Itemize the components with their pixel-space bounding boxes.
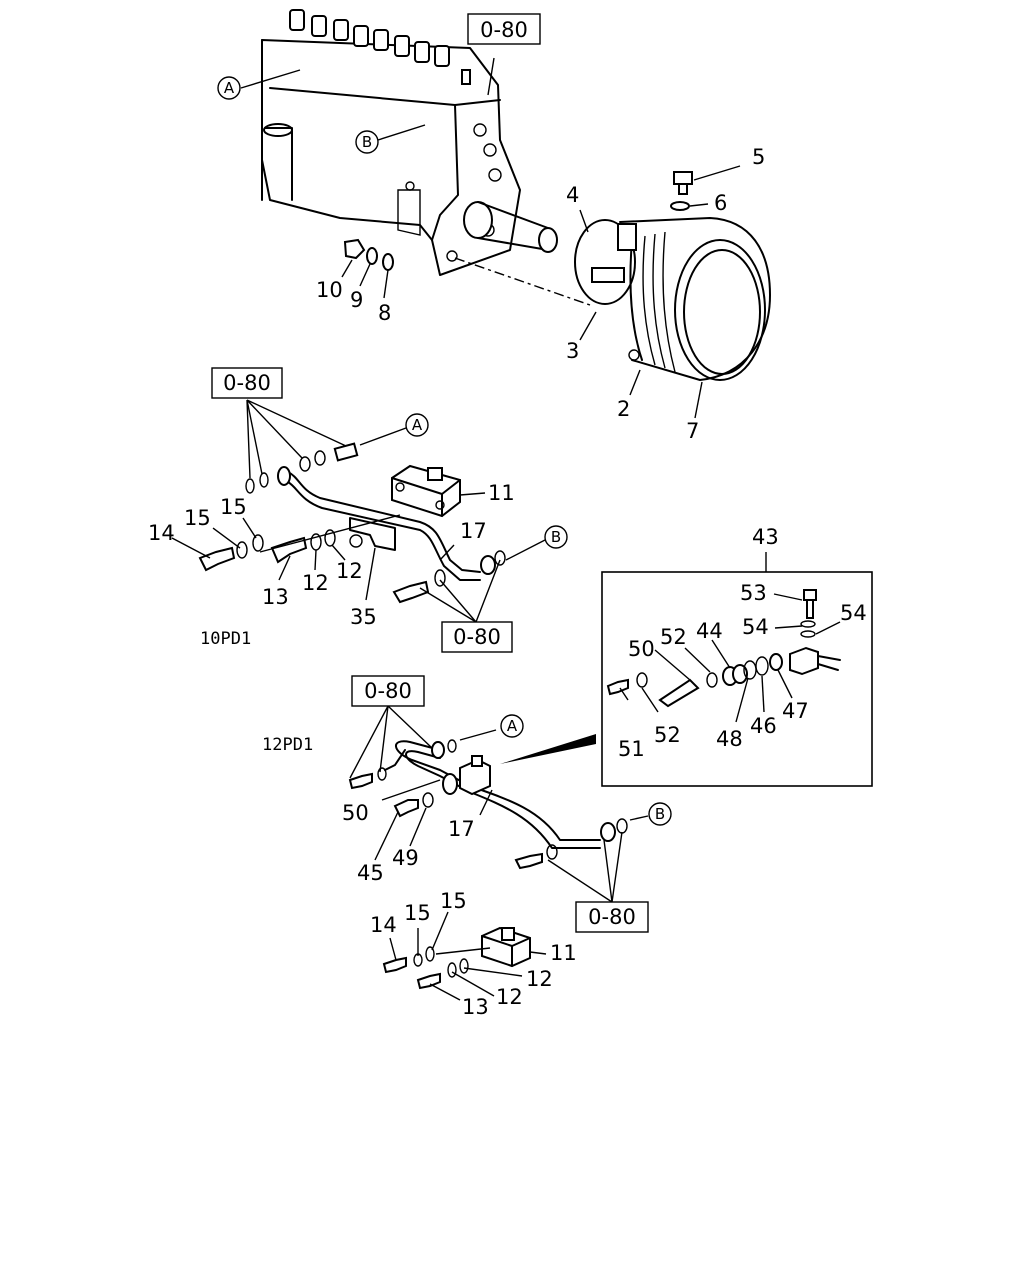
variant-code-12pd1: 12PD1 (262, 735, 313, 755)
camshaft-end (463, 201, 558, 253)
marker-a-10pd1: A (405, 413, 429, 437)
washer-8 (382, 253, 394, 271)
part-num-4: 4 (566, 183, 579, 207)
part-num-47: 47 (782, 699, 809, 723)
ref-label: 0-80 (223, 371, 271, 395)
ref-box-12pd1-upper: 0-80 (351, 675, 425, 707)
oil-pipe-10pd1-illustration (198, 442, 506, 604)
part-num-48: 48 (716, 727, 743, 751)
part-num-54: 54 (840, 601, 867, 625)
ref-label: 0-80 (588, 905, 636, 929)
part-num-43: 43 (752, 525, 779, 549)
ref-label: 0-80 (480, 18, 528, 42)
injection-pump-illustration (261, 9, 591, 306)
part-num-44: 44 (696, 619, 723, 643)
part-number-labels: 5 6 4 10 9 8 3 2 7 11 14 15 15 17 13 12 … (148, 145, 867, 1019)
part-num-45: 45 (357, 861, 384, 885)
part-num-12: 12 (496, 985, 523, 1009)
marker-a-pump: A (217, 76, 241, 100)
marker-letter: B (655, 805, 665, 823)
marker-b-12pd1: B (648, 802, 672, 826)
part-num-49: 49 (392, 846, 419, 870)
part-num-13: 13 (262, 585, 289, 609)
part-num-50: 50 (628, 637, 655, 661)
part-num-54: 54 (742, 615, 769, 639)
ref-box-10pd1-lower: 0-80 (441, 621, 513, 653)
part-num-13: 13 (462, 995, 489, 1019)
marker-letter: B (551, 528, 561, 546)
bolt-5 (673, 171, 693, 195)
marker-b-pump: B (355, 130, 379, 154)
marker-letter: B (362, 133, 372, 151)
part-num-14: 14 (148, 521, 175, 545)
part-num-35: 35 (350, 605, 377, 629)
marker-letter: A (412, 416, 423, 434)
part-num-10: 10 (316, 278, 343, 302)
washer-9 (366, 247, 378, 265)
part-num-14: 14 (370, 913, 397, 937)
part-num-17: 17 (448, 817, 475, 841)
part-num-11: 11 (550, 941, 577, 965)
part-num-6: 6 (714, 191, 727, 215)
oil-pipe-12pd1-illustration (348, 739, 628, 990)
part-num-15: 15 (184, 506, 211, 530)
ref-box-12pd1-lower: 0-80 (575, 901, 649, 933)
ref-box-10pd1-upper: 0-80 (211, 367, 283, 399)
ref-label: 0-80 (453, 625, 501, 649)
part-num-52: 52 (660, 625, 687, 649)
part-num-9: 9 (350, 288, 363, 312)
part-num-8: 8 (378, 301, 391, 325)
part-num-12: 12 (526, 967, 553, 991)
part-num-46: 46 (750, 714, 777, 738)
part-num-15: 15 (440, 889, 467, 913)
part-num-15: 15 (220, 495, 247, 519)
timer-coupling-illustration (343, 171, 771, 381)
washer-6 (670, 201, 690, 211)
marker-letter: A (224, 79, 235, 97)
part-num-15: 15 (404, 901, 431, 925)
part-num-17: 17 (460, 519, 487, 543)
part-num-53: 53 (740, 581, 767, 605)
marker-letter: A (507, 717, 518, 735)
part-num-2: 2 (617, 397, 630, 421)
marker-a-12pd1: A (500, 714, 524, 738)
part-num-3: 3 (566, 339, 579, 363)
detail-box-43 (500, 571, 873, 787)
delivery-valves (289, 9, 450, 67)
part-num-11: 11 (488, 481, 515, 505)
part-num-51: 51 (618, 737, 645, 761)
nut-10 (343, 238, 366, 260)
part-num-50: 50 (342, 801, 369, 825)
ref-box-top: 0-80 (467, 13, 541, 45)
part-num-7: 7 (686, 419, 699, 443)
marker-b-10pd1: B (544, 525, 568, 549)
part-num-12: 12 (336, 559, 363, 583)
ref-label: 0-80 (364, 679, 412, 703)
part-num-52: 52 (654, 723, 681, 747)
part-num-12: 12 (302, 571, 329, 595)
part-num-5: 5 (752, 145, 765, 169)
leader-lines (171, 57, 841, 1001)
variant-code-10pd1: 10PD1 (200, 629, 251, 649)
